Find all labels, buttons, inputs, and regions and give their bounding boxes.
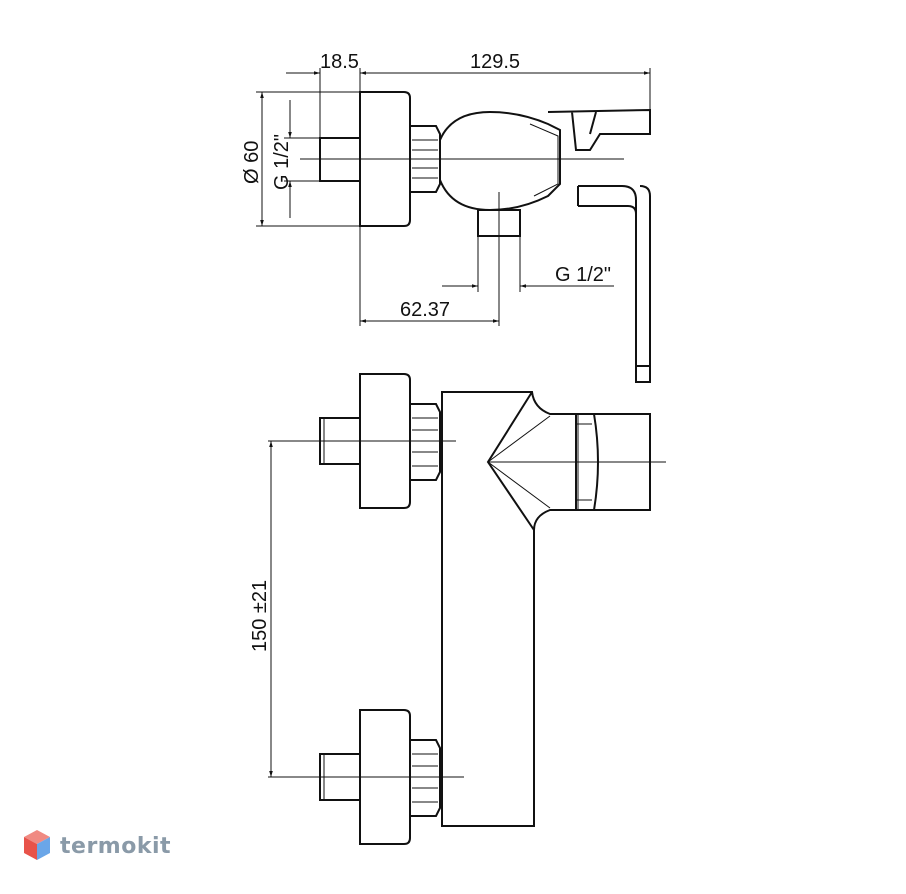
dim-g-half-bottom: G 1/2" bbox=[555, 264, 611, 286]
dim-diameter-60: Ø 60 bbox=[241, 141, 263, 184]
flange-disc-lower bbox=[359, 709, 411, 845]
logo-text: termokit bbox=[60, 833, 172, 859]
flange-disc-upper bbox=[359, 373, 411, 509]
hex-nut-lower bbox=[409, 739, 441, 817]
dim-150-tolerance: 150 ±21 bbox=[249, 580, 271, 652]
brand-logo[interactable]: termokit bbox=[22, 828, 171, 864]
lever-arm-top bbox=[578, 185, 651, 383]
cube-icon bbox=[24, 830, 50, 860]
dim-18-5: 18.5 bbox=[320, 51, 359, 73]
dim-g-half-left: G 1/2" bbox=[271, 134, 293, 190]
mixer-body-top bbox=[439, 110, 561, 212]
mixer-body-front bbox=[441, 391, 577, 827]
lever-plate-top bbox=[547, 108, 651, 151]
flange-disc-top bbox=[359, 91, 411, 227]
dim-62-37: 62.37 bbox=[400, 299, 450, 321]
hex-nut-upper bbox=[409, 403, 441, 481]
front-view: 150 ±21 bbox=[249, 373, 666, 845]
hex-nut-top bbox=[409, 125, 441, 193]
cone-detail bbox=[486, 391, 535, 531]
dim-129-5: 129.5 bbox=[470, 51, 520, 73]
top-view: 18.5 129.5 Ø 60 G 1/2" G 1/2" 62.37 bbox=[241, 51, 651, 383]
